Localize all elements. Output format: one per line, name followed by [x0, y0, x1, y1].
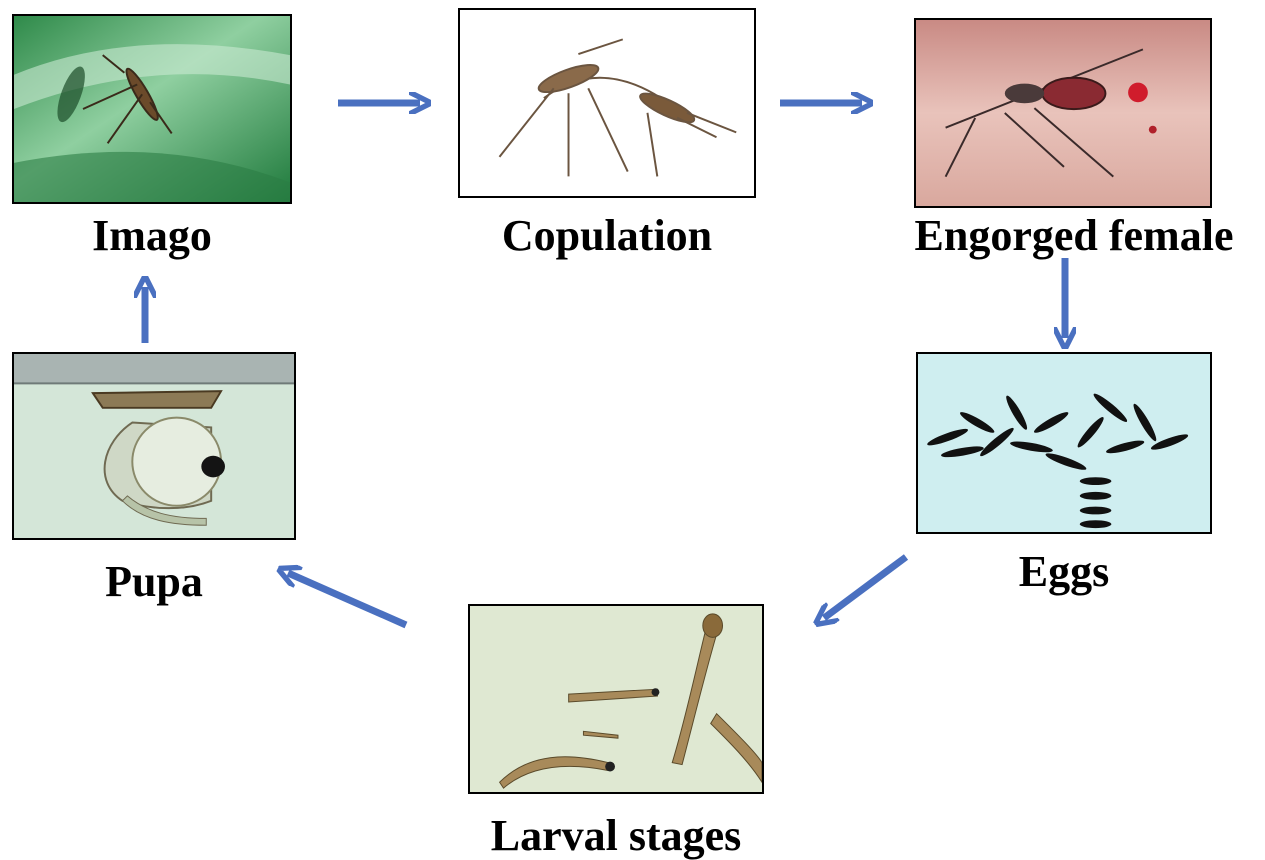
eggs-photo: [916, 352, 1212, 534]
imago-photo: [12, 14, 292, 204]
pupa-label: Pupa: [12, 560, 296, 604]
copulation-label: Copulation: [458, 214, 756, 258]
eggs-label: Eggs: [916, 550, 1212, 594]
larval-photo: [468, 604, 764, 794]
engorged-photo: [914, 18, 1212, 208]
larval-stages-label: Larval stages: [428, 814, 804, 858]
arrow-eggs-to-larval: [824, 557, 906, 618]
engorged-female-label: Engorged female: [884, 214, 1264, 258]
pupa-photo: [12, 352, 296, 540]
imago-label: Imago: [12, 214, 292, 258]
copulation-photo: [458, 8, 756, 198]
arrow-larval-to-pupa: [288, 573, 406, 625]
